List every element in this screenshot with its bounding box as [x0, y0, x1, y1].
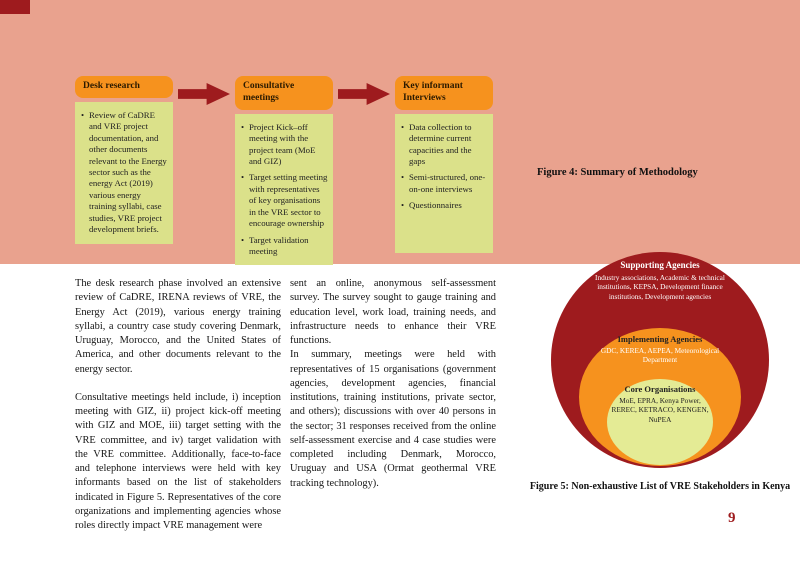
- flow-step-title: Consultative meetings: [235, 76, 333, 110]
- flow-step-body: Data collection to determine current cap…: [395, 113, 493, 253]
- arrow-right-icon: [338, 83, 390, 105]
- ring-core-organisations: [607, 379, 713, 465]
- flow-arrow-wrap: [333, 76, 395, 105]
- flow-step-bullets: Data collection to determine current cap…: [401, 122, 488, 212]
- flow-step-title: Key informant Interviews: [395, 76, 493, 110]
- bullet-item: Target setting meeting with representati…: [241, 172, 328, 229]
- bullet-item: Review of CaDRE and VRE project document…: [81, 110, 168, 236]
- arrow-right-icon: [178, 83, 230, 105]
- bullet-item: Target validation meeting: [241, 235, 328, 258]
- flow-step-desk-research: Desk research Review of CaDRE and VRE pr…: [75, 76, 173, 244]
- body-text-right-column: sent an online, anonymous self-assessmen…: [290, 277, 496, 491]
- bullet-item: Data collection to determine current cap…: [401, 122, 488, 168]
- figure4-caption: Figure 4: Summary of Methodology: [537, 167, 698, 178]
- paragraph: Consultative meetings held include, i) i…: [75, 391, 281, 531]
- ring-title: Supporting Agencies: [620, 260, 700, 270]
- bullet-item: Project Kick–off meeting with the projec…: [241, 122, 328, 168]
- flow-step-bullets: Review of CaDRE and VRE project document…: [81, 110, 168, 236]
- flow-step-consultative-meetings: Consultative meetings Project Kick–off m…: [235, 76, 333, 266]
- paragraph: The desk research phase involved an exte…: [75, 278, 281, 375]
- paragraph: sent an online, anonymous self-assessmen…: [290, 278, 496, 346]
- flow-step-body: Review of CaDRE and VRE project document…: [75, 101, 173, 244]
- ring-members: GDC, KEREA, AEPEA, Meteorological Depart…: [600, 346, 720, 365]
- ring-title: Core Organisations: [624, 384, 696, 394]
- flow-step-title: Desk research: [75, 76, 173, 98]
- body-text-left-column: The desk research phase involved an exte…: [75, 277, 281, 533]
- corner-accent-bar: [0, 0, 30, 14]
- page-number: 9: [728, 510, 736, 526]
- bullet-item: Semi-structured, one-on-one interviews: [401, 172, 488, 195]
- flow-arrow-wrap: [173, 76, 235, 105]
- flow-step-body: Project Kick–off meeting with the projec…: [235, 113, 333, 266]
- methodology-flowchart: Desk research Review of CaDRE and VRE pr…: [75, 76, 493, 266]
- figure5-caption: Figure 5: Non-exhaustive List of VRE Sta…: [529, 481, 791, 492]
- ring-title: Implementing Agencies: [617, 334, 703, 344]
- flow-step-bullets: Project Kick–off meeting with the projec…: [241, 122, 328, 258]
- ring-members: MoE, EPRA, Kenya Power, REREC, KETRACO, …: [611, 396, 709, 424]
- stakeholders-diagram: Supporting Agencies Industry association…: [535, 252, 785, 474]
- flow-step-key-informant-interviews: Key informant Interviews Data collection…: [395, 76, 493, 253]
- ring-members: Industry associations, Academic & techni…: [595, 273, 725, 301]
- bullet-item: Questionnaires: [401, 200, 488, 212]
- paragraph: In summary, meetings were held with repr…: [290, 349, 496, 489]
